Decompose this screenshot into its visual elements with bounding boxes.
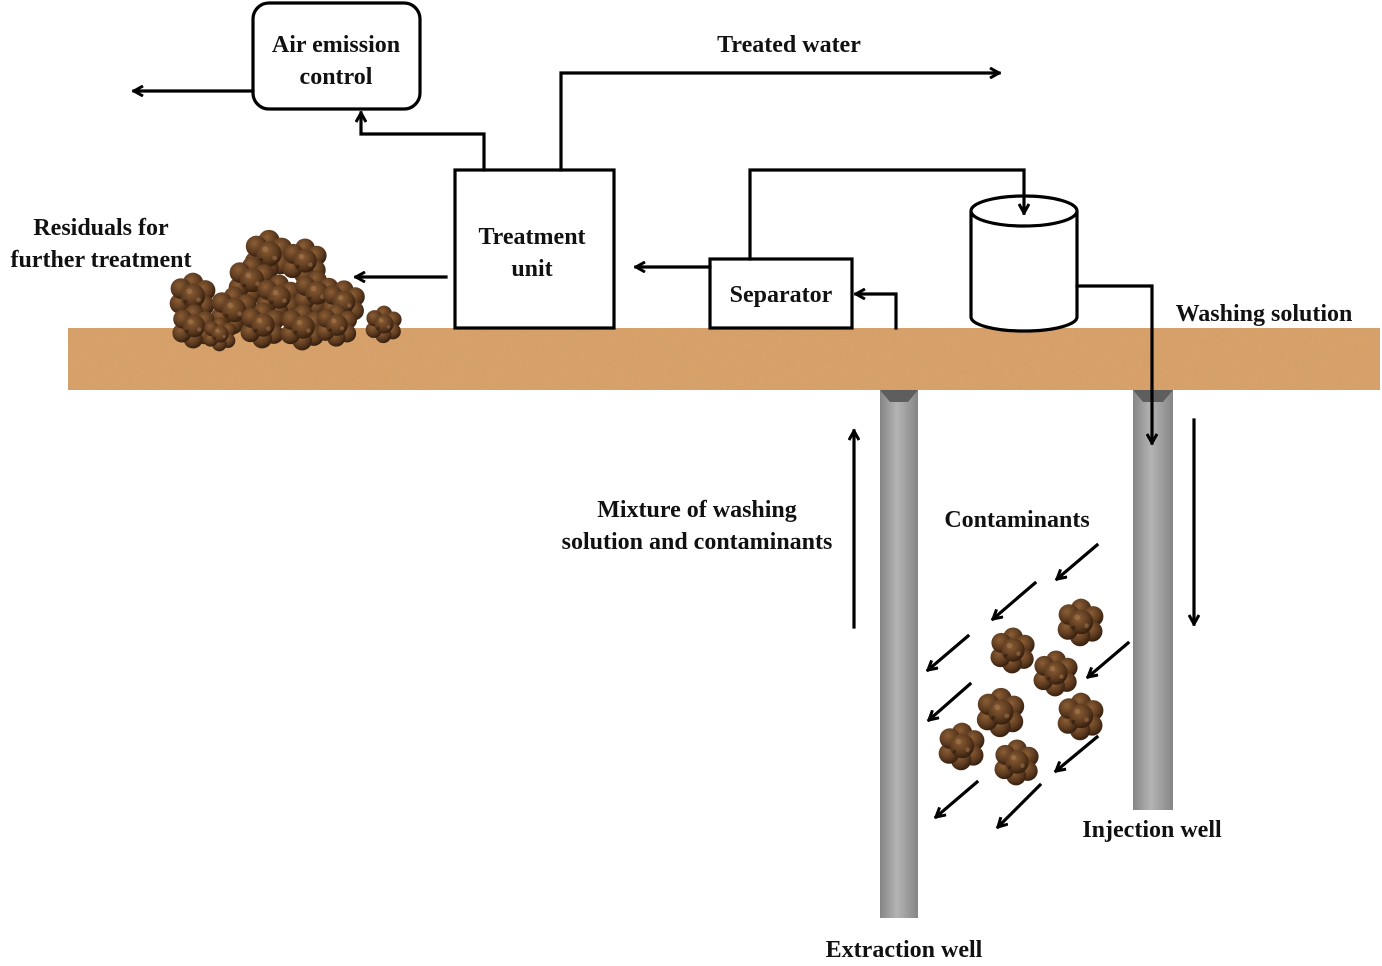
residuals-pile bbox=[169, 229, 402, 352]
underground-contaminants bbox=[938, 598, 1104, 786]
arrow-extraction-to-separator bbox=[856, 294, 898, 330]
label-washing-solution: Washing solution bbox=[1176, 301, 1353, 327]
label-air-emission-control-line1: Air emission bbox=[272, 32, 400, 58]
label-separator: Separator bbox=[730, 282, 833, 308]
injection-well bbox=[1133, 390, 1173, 810]
contaminant-cluster-icon bbox=[1033, 650, 1078, 697]
label-treated-water: Treated water bbox=[717, 32, 861, 58]
arrow-treated-water bbox=[559, 73, 999, 172]
contaminant-cluster-icon bbox=[990, 627, 1035, 674]
contaminant-cluster-icon bbox=[994, 739, 1039, 786]
label-air-emission-control-line2: control bbox=[300, 64, 373, 90]
label-mixture-line1: Mixture of washing bbox=[597, 497, 797, 523]
contaminant-flow-arrows bbox=[928, 542, 1131, 830]
label-contaminants: Contaminants bbox=[944, 507, 1089, 533]
contaminant-cluster-icon bbox=[976, 687, 1025, 738]
label-residuals-line2: further treatment bbox=[10, 247, 191, 273]
arrow-tank-to-injection-well bbox=[1075, 284, 1152, 443]
label-treatment-unit-line2: unit bbox=[511, 256, 552, 282]
label-injection-well: Injection well bbox=[1082, 817, 1222, 843]
flow-lines bbox=[134, 73, 1194, 629]
contaminant-cluster-icon bbox=[1057, 692, 1104, 741]
contaminant-cluster-icon bbox=[938, 722, 985, 771]
air-emission-control-box bbox=[251, 1, 422, 111]
label-residuals-line1: Residuals for bbox=[33, 215, 169, 241]
separator-box bbox=[708, 257, 854, 330]
arrow-treatment-to-air-control bbox=[361, 113, 486, 172]
label-treatment-unit-line1: Treatment bbox=[478, 224, 585, 250]
treatment-unit-box bbox=[453, 168, 616, 330]
contaminant-cluster-icon bbox=[365, 305, 402, 344]
label-mixture-line2: solution and contaminants bbox=[562, 529, 833, 555]
label-extraction-well: Extraction well bbox=[826, 937, 983, 963]
arrow-separator-to-tank bbox=[748, 168, 1024, 261]
washing-solution-tank-icon bbox=[969, 194, 1079, 333]
extraction-well bbox=[880, 390, 918, 918]
contaminant-cluster-icon bbox=[1057, 598, 1104, 647]
